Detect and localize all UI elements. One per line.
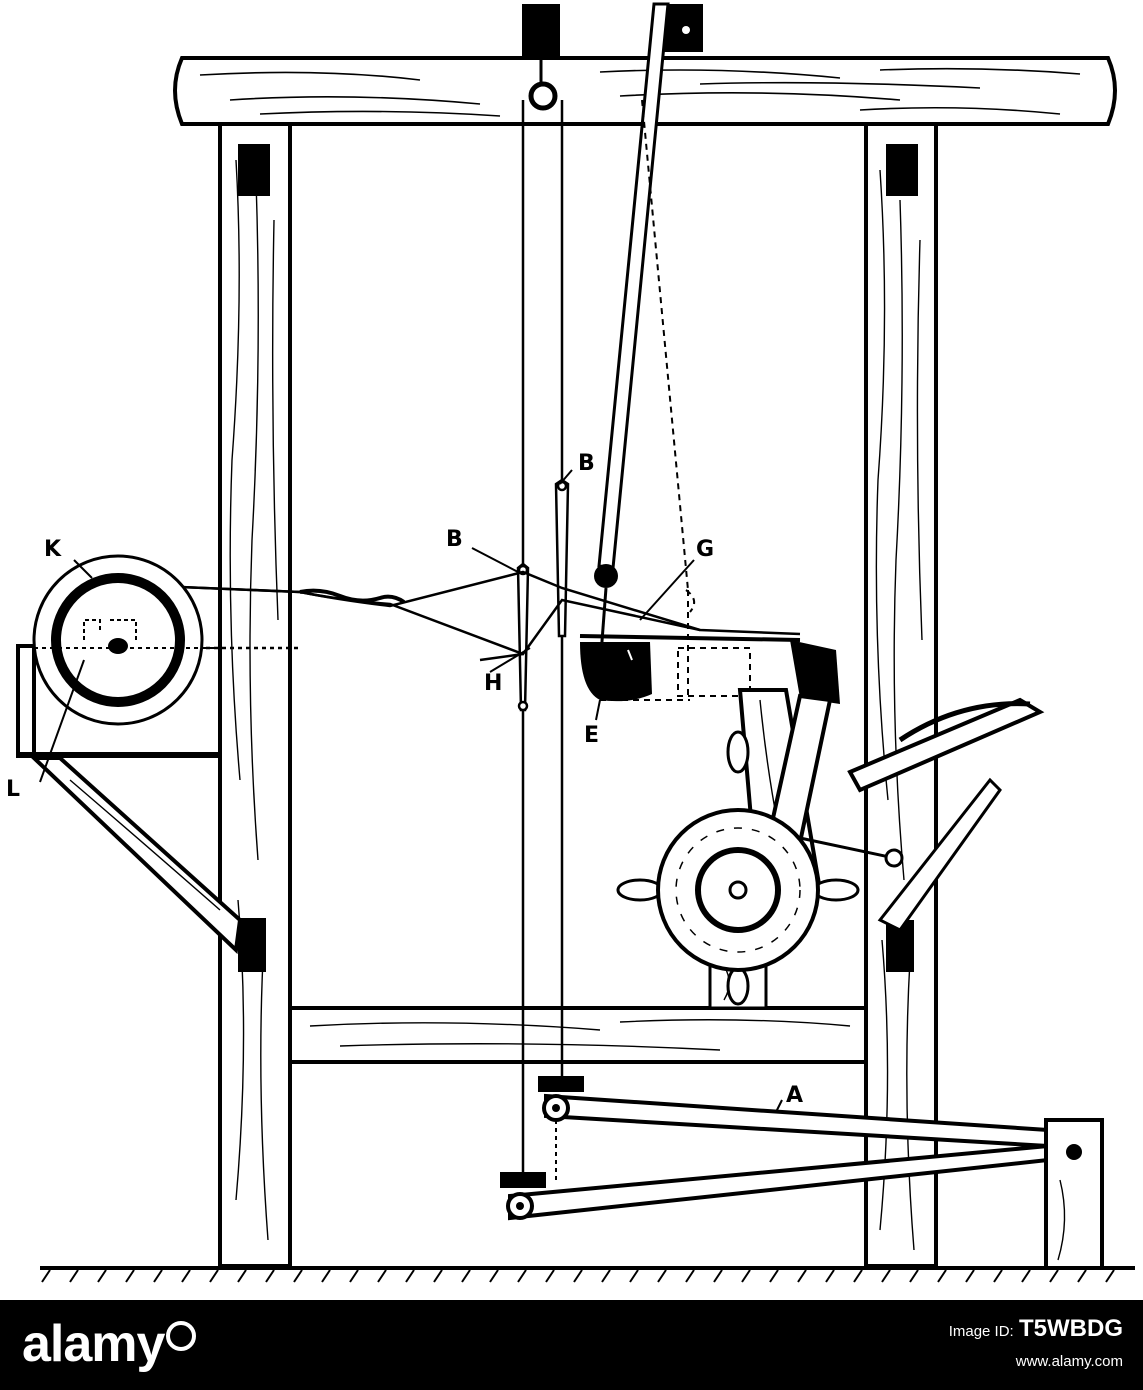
label-l: L [6, 777, 20, 802]
diagram-stage: K L B B G H E A [6, 2, 1135, 1283]
leader-lines [39, 469, 783, 1113]
left-post [218, 122, 292, 1268]
loom-diagram: K L B B G H E A [6, 2, 1135, 1283]
right-post [864, 122, 938, 1268]
image-code: Image ID: T5WBDG www.alamy.com [949, 1314, 1123, 1377]
let-off-mechanism [616, 640, 895, 1010]
site-url: www.alamy.com [1015, 1353, 1123, 1370]
brand-text: alamy [22, 1315, 165, 1373]
watermark-footer: alamy Image ID: T5WBDG www.alamy.com [0, 1300, 1143, 1390]
label-b-left: B [446, 527, 463, 552]
warp-threads [109, 570, 801, 662]
right-shelf [847, 697, 1045, 932]
heddle-hanger [522, 4, 560, 111]
label-h: H [484, 671, 502, 696]
image-id-label: Image ID: [948, 1323, 1014, 1340]
heddle-cords [516, 100, 570, 1180]
brand-logo: alamy [22, 1314, 197, 1374]
bottom-crossbar [288, 1006, 868, 1064]
label-a: A [786, 1083, 803, 1108]
letter-labels: K L B B G H E A [6, 451, 803, 1108]
left-brace [28, 756, 243, 955]
label-k: K [44, 537, 62, 562]
label-e: E [584, 723, 599, 748]
floor [40, 1266, 1135, 1283]
label-g: G [696, 537, 714, 562]
image-id: T5WBDG [1019, 1315, 1123, 1342]
treadles [500, 1076, 1104, 1270]
batten-arm [580, 2, 703, 721]
label-b-top: B [578, 451, 595, 476]
dotted-weight [600, 99, 751, 701]
logo-ring-icon [166, 1321, 197, 1351]
